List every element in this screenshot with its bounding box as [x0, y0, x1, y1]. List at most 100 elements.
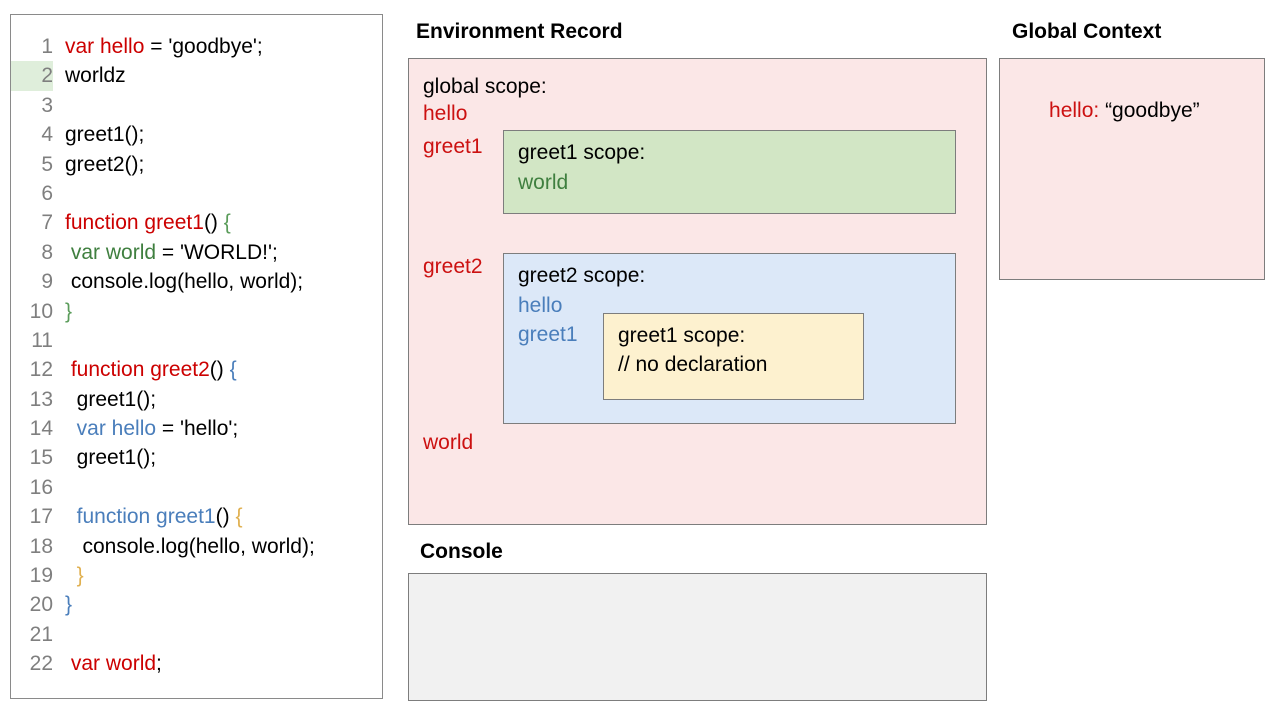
code-line-text: greet2(); [53, 150, 144, 179]
code-line[interactable]: 18 console.log(hello, world); [11, 532, 382, 561]
code-line[interactable]: 12 function greet2() { [11, 355, 382, 384]
code-token: greet1(); [65, 123, 145, 147]
code-token: { [235, 505, 243, 529]
code-line[interactable]: 4 greet1(); [11, 120, 382, 149]
code-token: () [203, 211, 224, 235]
global-context-title: Global Context [1012, 20, 1162, 43]
code-line[interactable]: 21 [11, 620, 382, 649]
code-token: } [65, 299, 73, 323]
code-line[interactable]: 20} [11, 590, 382, 619]
code-line-number: 14 [29, 417, 53, 441]
global-context-entry: hello: “goodbye” [1014, 75, 1200, 147]
code-token: function greet1 [65, 211, 204, 235]
code-line-number: 12 [29, 358, 53, 382]
code-line-text: var hello = 'goodbye'; [53, 32, 263, 61]
code-line-number: 13 [29, 387, 53, 411]
global-context-panel: hello: “goodbye” [999, 58, 1265, 280]
code-line-text: } [53, 561, 84, 590]
code-line-text: console.log(hello, world); [53, 532, 315, 561]
code-line-number: 5 [41, 152, 53, 176]
code-token: console.log(hello, world); [65, 270, 304, 294]
code-token: = 'goodbye'; [144, 35, 263, 58]
global-binding-greet2: greet2 [423, 255, 483, 278]
code-line-text: var world = 'WORLD!'; [53, 238, 278, 267]
code-line-number: 19 [29, 564, 53, 588]
environment-record-panel: global scope: hello greet1 greet2 world … [408, 58, 987, 525]
code-line-number: 18 [29, 534, 53, 558]
code-line[interactable]: 10} [11, 297, 382, 326]
code-token [65, 417, 77, 440]
code-token: () [215, 505, 236, 529]
code-token: } [65, 593, 73, 617]
code-token: greet1(); [65, 446, 157, 470]
code-line-text: var hello = 'hello'; [53, 414, 239, 443]
greet1-inner-scope-no-declaration: // no declaration [618, 353, 768, 376]
code-line[interactable]: 19 } [11, 561, 382, 590]
code-line-text: greet1(); [53, 120, 144, 149]
code-line[interactable]: 3 [11, 91, 382, 120]
code-line-text: function greet1() { [53, 208, 231, 237]
code-token: greet2(); [65, 152, 145, 176]
code-line-number: 4 [41, 123, 53, 147]
code-line-text: var world; [53, 649, 162, 678]
code-line-number: 1 [41, 35, 53, 58]
global-context-entry-key: hello: [1049, 99, 1100, 122]
code-line[interactable]: 11 [11, 326, 382, 355]
code-line[interactable]: 13 greet1(); [11, 385, 382, 414]
global-binding-world: world [423, 431, 474, 454]
code-line[interactable]: 16 [11, 473, 382, 502]
code-token: var hello [76, 417, 157, 441]
code-line-text: greet1(); [53, 443, 156, 472]
code-line-number: 2 [11, 61, 53, 91]
code-line-number: 8 [41, 240, 53, 264]
code-line[interactable]: 5 greet2(); [11, 150, 382, 179]
global-binding-greet1: greet1 [423, 135, 483, 158]
console-panel[interactable] [408, 573, 987, 701]
code-line-text: greet1(); [53, 385, 156, 414]
code-line[interactable]: 8 var world = 'WORLD!'; [11, 238, 382, 267]
code-line[interactable]: 15 greet1(); [11, 443, 382, 472]
code-token: var hello [65, 35, 145, 58]
environment-record-title: Environment Record [416, 20, 623, 43]
code-token [65, 564, 77, 587]
code-line-number: 7 [41, 211, 53, 235]
code-token: function greet2 [70, 358, 210, 382]
code-line-number: 9 [41, 270, 53, 294]
console-title: Console [420, 540, 503, 563]
code-line[interactable]: 22 var world; [11, 649, 382, 678]
code-token: var world [70, 240, 157, 264]
code-line[interactable]: 17 function greet1() { [11, 502, 382, 531]
greet2-scope-binding-hello: hello [518, 294, 563, 317]
code-line-number: 11 [31, 328, 53, 352]
code-token: } [76, 564, 84, 588]
global-context-entry-value: “goodbye” [1105, 99, 1200, 122]
code-line[interactable]: 9 console.log(hello, world); [11, 267, 382, 296]
code-line-number: 20 [29, 593, 53, 617]
code-token: var world [70, 652, 157, 676]
code-line-text: function greet2() { [53, 355, 237, 384]
code-line-number: 10 [29, 299, 53, 323]
greet1-inner-scope-box: greet1 scope: // no declaration [603, 313, 864, 400]
code-token: ; [156, 652, 162, 676]
code-token: { [223, 211, 231, 235]
code-token: function greet1 [76, 505, 216, 529]
greet2-scope-heading: greet2 scope: [518, 264, 646, 287]
code-line-number: 16 [29, 475, 53, 499]
code-line-number: 21 [29, 622, 53, 646]
code-line-number: 6 [41, 181, 53, 205]
global-scope-heading: global scope: [423, 75, 547, 98]
greet2-scope-binding-greet1: greet1 [518, 323, 578, 346]
code-line-number: 17 [29, 505, 53, 529]
code-line[interactable]: 6 [11, 179, 382, 208]
code-token: greet1(); [65, 387, 157, 411]
code-line-number: 15 [29, 446, 53, 470]
greet1-scope-heading: greet1 scope: [518, 141, 646, 164]
code-token: console.log(hello, world); [65, 534, 315, 558]
code-line[interactable]: 14 var hello = 'hello'; [11, 414, 382, 443]
